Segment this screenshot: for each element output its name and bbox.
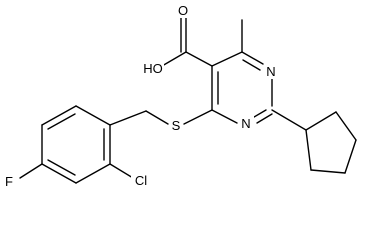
bond-ring-c2-n3-inner <box>253 109 267 118</box>
bonds <box>19 16 357 184</box>
atom-label-ho: HO <box>143 61 163 76</box>
bond-ar-4 <box>41 163 77 184</box>
bond-ring-n3-c4 <box>211 109 238 124</box>
atom-label-f: F <box>5 174 13 189</box>
bond-cp-1 <box>305 111 337 131</box>
atom-label-s: S <box>172 118 181 133</box>
bond-ring-c6-n1-inner <box>242 59 261 71</box>
bond-ar-cl <box>109 163 134 179</box>
bond-cp-4 <box>310 169 346 174</box>
molecule-drawing: O HO N N S Cl F <box>3 3 357 189</box>
bond-ch2-ring <box>109 110 147 126</box>
bond-ring-c2-n3 <box>256 113 273 124</box>
bond-ar-1 <box>75 105 111 126</box>
bond-c-oh <box>161 51 187 67</box>
bond-ar-5 <box>75 163 111 184</box>
bond-cp-2 <box>335 111 357 141</box>
bond-ring-c5-c6 <box>211 51 243 67</box>
bond-s-ch2 <box>145 110 169 125</box>
atom-label-cl: Cl <box>135 173 147 188</box>
atom-labels: O HO N N S Cl F <box>3 3 279 189</box>
bond-ar-4-inner <box>47 159 76 176</box>
bond-ar-2 <box>41 105 77 126</box>
bond-ar-f <box>19 163 43 179</box>
bond-ar-2-inner <box>47 113 76 130</box>
bond-ring-c6-n1 <box>241 51 264 65</box>
structure-canvas: O HO N N S Cl F <box>3 3 357 189</box>
atom-label-o: O <box>178 3 188 18</box>
bond-c4-s <box>183 109 213 125</box>
bond-cp-5 <box>305 129 312 171</box>
atom-label-n-top: N <box>266 64 275 79</box>
bond-cp-3 <box>344 139 357 174</box>
bond-c-cooh <box>185 51 213 67</box>
atom-label-n-bottom: N <box>241 116 250 131</box>
bond-c2-cyclopentyl <box>271 109 307 131</box>
